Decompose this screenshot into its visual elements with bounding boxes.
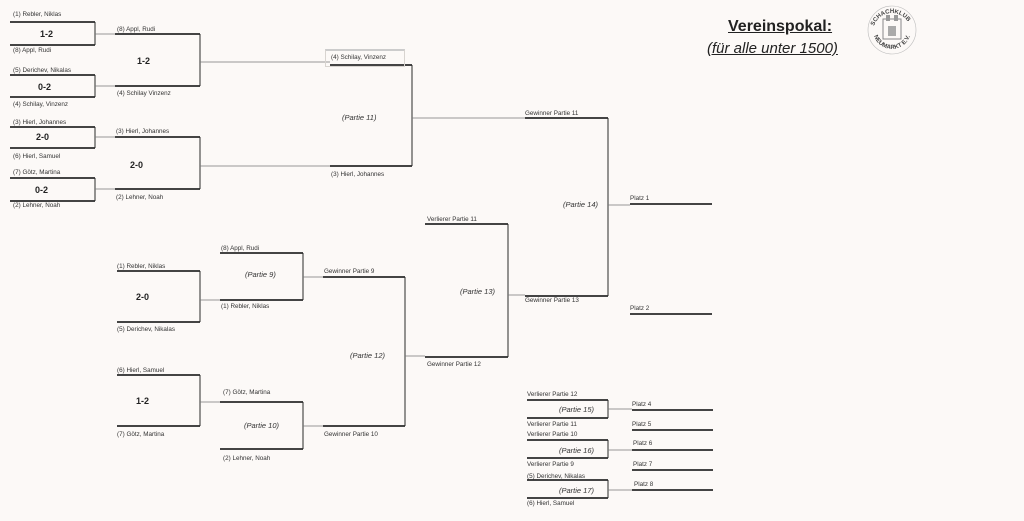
p12-top: Gewinner Partie 9 <box>324 268 375 275</box>
place-1: Platz 1 <box>630 195 650 202</box>
p11-top: (4) Schilay, Vinzenz <box>331 54 387 61</box>
p13-top: Verlierer Partie 11 <box>427 216 477 223</box>
r1-m3-bottom: (6) Hierl, Samuel <box>13 153 61 160</box>
svg-text:NEUMARKT E.V.: NEUMARKT E.V. <box>872 34 912 51</box>
page-title: Vereinspokal: <box>728 18 833 35</box>
p13-bottom: Gewinner Partie 12 <box>427 361 481 368</box>
place-6: Platz 6 <box>633 440 653 447</box>
r1-m4-bottom: (2) Lehner, Noah <box>13 202 61 209</box>
p16-bottom: Verlierer Partie 9 <box>527 461 574 468</box>
r2-m2-bottom: (2) Lehner, Noah <box>116 194 164 201</box>
r2-m1-bottom: (4) Schilay Vinzenz <box>117 90 171 97</box>
lr1-m2-score: 1-2 <box>136 396 150 406</box>
r1-m1-top: (1) Rebler, Niklas <box>13 11 62 18</box>
club-logo: SCHACHKLUB NEUMARKT E.V. <box>867 5 917 55</box>
p17-label: (Partie 17) <box>559 486 595 495</box>
p10-label: (Partie 10) <box>244 421 280 430</box>
p16-top: Verlierer Partie 10 <box>527 431 578 438</box>
p17-bottom: (6) Hierl, Samuel <box>527 500 575 507</box>
p9-top: (8) Appl, Rudi <box>221 245 260 252</box>
p10-bottom: (2) Lehner, Noah <box>223 455 271 462</box>
p9-bottom: (1) Rebler, Niklas <box>221 303 270 310</box>
r1-m4-score: 0-2 <box>35 185 49 195</box>
r1-m2-top: (5) Derichev, Nikalas <box>13 67 71 74</box>
p13-label: (Partie 13) <box>460 287 496 296</box>
p14-label: (Partie 14) <box>563 200 599 209</box>
place-4: Platz 4 <box>632 401 652 408</box>
r1-m3-top: (3) Hierl, Johannes <box>13 119 67 126</box>
p15-bottom: Verlierer Partie 11 <box>527 421 577 428</box>
p16-label: (Partie 16) <box>559 446 595 455</box>
r1-m4-top: (7) Götz, Martina <box>13 169 61 176</box>
place-5: Platz 5 <box>632 421 652 428</box>
p12-label: (Partie 12) <box>350 351 386 360</box>
p14-top: Gewinner Partie 11 <box>525 110 579 117</box>
p15-label: (Partie 15) <box>559 405 595 414</box>
lr1-m1-top: (1) Rebler, Niklas <box>117 263 166 270</box>
place-8: Platz 8 <box>634 481 654 488</box>
p11-bottom: (3) Hierl, Johannes <box>331 171 385 178</box>
r1-m1-bottom: (8) Appl, Rudi <box>13 47 52 54</box>
p11-label: (Partie 11) <box>342 113 377 122</box>
r1-m3-score: 2-0 <box>36 132 50 142</box>
lr1-m2-top: (6) Hierl, Samuel <box>117 367 165 374</box>
p15-top: Verlierer Partie 12 <box>527 391 578 398</box>
lr1-m1-score: 2-0 <box>136 292 150 302</box>
text-box-frame <box>325 49 405 67</box>
lr1-m2-bottom: (7) Götz, Martina <box>117 431 165 438</box>
p12-bottom: Gewinner Partie 10 <box>324 431 378 438</box>
r1-m2-score: 0-2 <box>38 82 52 92</box>
r2-m2-score: 2-0 <box>130 160 144 170</box>
r2-m1-score: 1-2 <box>137 56 151 66</box>
r2-m1-top: (8) Appl, Rudi <box>117 26 156 33</box>
r2-m2-top: (3) Hierl, Johannes <box>116 128 170 135</box>
place-2: Platz 2 <box>630 305 650 312</box>
p9-label: (Partie 9) <box>245 270 276 279</box>
p10-top: (7) Götz, Martina <box>223 389 271 396</box>
p17-top: (5) Derichev, Nikalas <box>527 473 585 480</box>
r1-m1-score: 1-2 <box>40 29 54 39</box>
r1-m2-bottom: (4) Schilay, Vinzenz <box>13 101 69 108</box>
page-subtitle: (für alle unter 1500) <box>707 40 838 57</box>
p14-bottom: Gewinner Partie 13 <box>525 297 579 304</box>
place-7: Platz 7 <box>633 461 653 468</box>
lr1-m1-bottom: (5) Derichev, Nikalas <box>117 326 175 333</box>
